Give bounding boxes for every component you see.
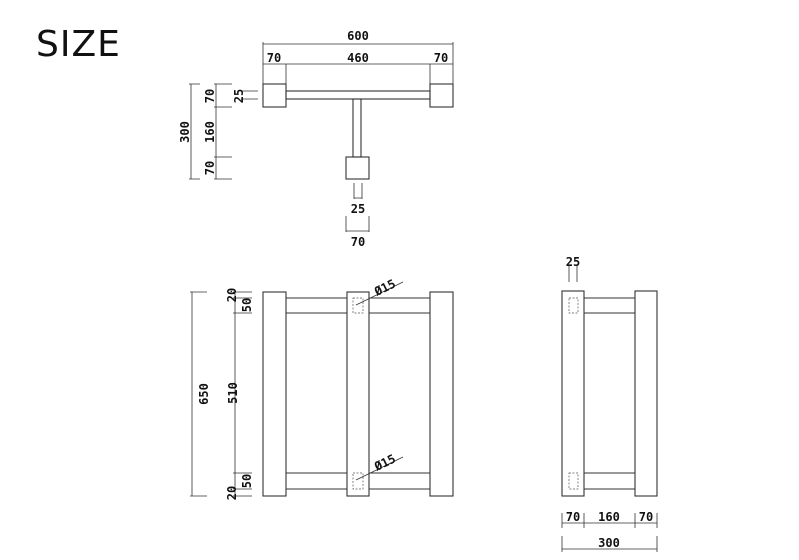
dim-70-bottom: 70 — [203, 161, 217, 175]
side-right-post — [634, 290, 658, 497]
dim-510: 510 — [226, 382, 240, 404]
center-foot — [345, 156, 370, 180]
dim-70-side-right: 70 — [639, 510, 653, 524]
dim-25-side: 25 — [566, 255, 580, 269]
page-title: SIZE — [36, 24, 121, 65]
dim-300: 300 — [178, 121, 192, 143]
dim-70-foot: 70 — [351, 235, 365, 249]
left-foot — [262, 83, 287, 108]
dim-70-left: 70 — [267, 51, 281, 65]
dim-160: 160 — [203, 121, 217, 143]
side-left-post — [561, 290, 585, 497]
dim-460: 460 — [347, 51, 369, 65]
left-post — [262, 291, 287, 497]
dim-20-bottom: 20 — [225, 486, 239, 500]
dim-70-right: 70 — [434, 51, 448, 65]
dim-300-side: 300 — [598, 536, 620, 550]
cross-rail — [285, 90, 431, 100]
dim-20-top: 20 — [225, 288, 239, 302]
dim-70-side-left: 70 — [566, 510, 580, 524]
dim-50-top: 50 — [240, 298, 254, 312]
front-view: Ø15 Ø15 650 20 50 510 50 20 — [190, 277, 454, 500]
dim-50-bottom: 50 — [240, 474, 254, 488]
top-view: 600 70 460 70 300 70 160 70 25 25 70 — [178, 29, 454, 249]
right-foot — [429, 83, 454, 108]
dim-600: 600 — [347, 29, 369, 43]
side-view: 25 70 160 70 300 — [561, 255, 658, 552]
right-post — [429, 291, 454, 497]
stem — [352, 98, 362, 158]
middle-post — [346, 291, 370, 497]
dim-25-stem: 25 — [351, 202, 365, 216]
dim-160-side: 160 — [598, 510, 620, 524]
dim-25-rail: 25 — [232, 89, 246, 103]
dim-650: 650 — [197, 383, 211, 405]
dim-70-top: 70 — [203, 89, 217, 103]
